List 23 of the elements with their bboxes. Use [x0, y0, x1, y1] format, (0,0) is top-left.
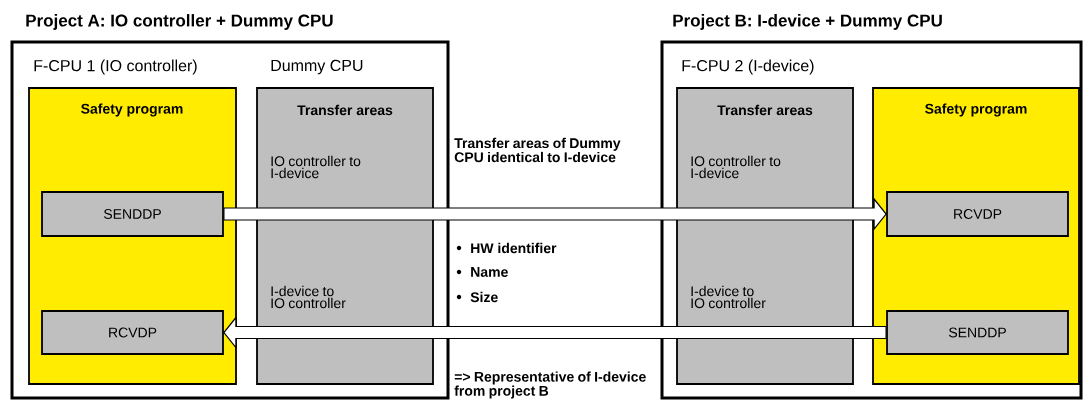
block-arrow: [223, 197, 887, 231]
section-heading: Transfer areas: [717, 104, 813, 116]
list-item: Size: [470, 291, 498, 303]
block-label: SENDDP: [104, 209, 161, 219]
cpu-label: F-CPU 1 (IO controller): [34, 59, 197, 75]
project-title: Project B: I-device + Dummy CPU: [673, 14, 942, 30]
section-heading: Safety program: [81, 103, 183, 117]
block-label: RCVDP: [109, 327, 157, 338]
block-label: RCVDP: [954, 209, 1002, 219]
block-label: SENDDP: [949, 327, 1006, 338]
list-item: Name: [471, 267, 508, 277]
block-arrow: [223, 315, 887, 350]
area-label: I-device to IO controller: [271, 285, 346, 309]
note-text: => Representative of I-device from project B: [454, 371, 646, 399]
area-label: IO controller to I-device: [271, 155, 361, 179]
project-title: Project A: IO controller + Dummy CPU: [26, 14, 333, 30]
section-heading: Transfer areas: [297, 104, 393, 116]
section-heading: Safety program: [925, 103, 1027, 117]
cpu-label: Dummy CPU: [271, 59, 363, 75]
area-label: IO controller to I-device: [691, 155, 781, 179]
area-label: I-device to IO controller: [691, 285, 766, 309]
note-text: Transfer areas of Dummy CPU identical to I-device: [454, 137, 621, 163]
list-item: HW identifier: [471, 242, 557, 254]
